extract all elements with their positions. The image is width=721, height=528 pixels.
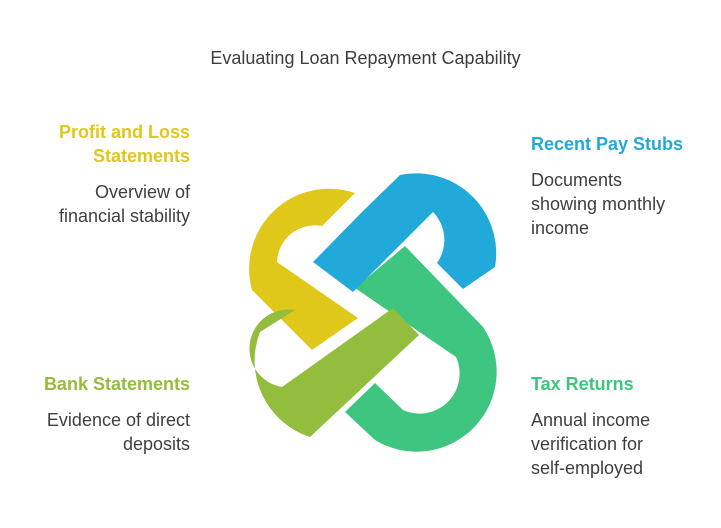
item-description: Overview of financial stability [58, 182, 190, 226]
item-description: Documents showing monthly income [531, 170, 666, 238]
item-heading: Tax Returns [531, 374, 634, 394]
item-heading: Bank Statements [43, 374, 190, 394]
item-profit-loss: Profit and Loss Statements Overview of f… [0, 120, 190, 228]
item-heading: Recent Pay Stubs [531, 134, 684, 154]
diagram-title: Evaluating Loan Repayment Capability [210, 48, 521, 68]
loop-profit-loss [249, 188, 358, 350]
loop-pay-stubs [313, 173, 497, 292]
item-tax-returns: Tax Returns Annual income verification f… [531, 372, 711, 480]
item-bank-statements: Bank Statements Evidence of direct depos… [0, 372, 190, 456]
loop-bank-statements [249, 308, 419, 437]
item-description: Evidence of direct deposits [46, 410, 190, 454]
item-pay-stubs: Recent Pay Stubs Documents showing month… [531, 132, 711, 240]
item-description: Annual income verification for self-empl… [531, 410, 651, 478]
loop-tax-returns [345, 246, 497, 452]
item-heading: Profit and Loss Statements [58, 122, 190, 166]
